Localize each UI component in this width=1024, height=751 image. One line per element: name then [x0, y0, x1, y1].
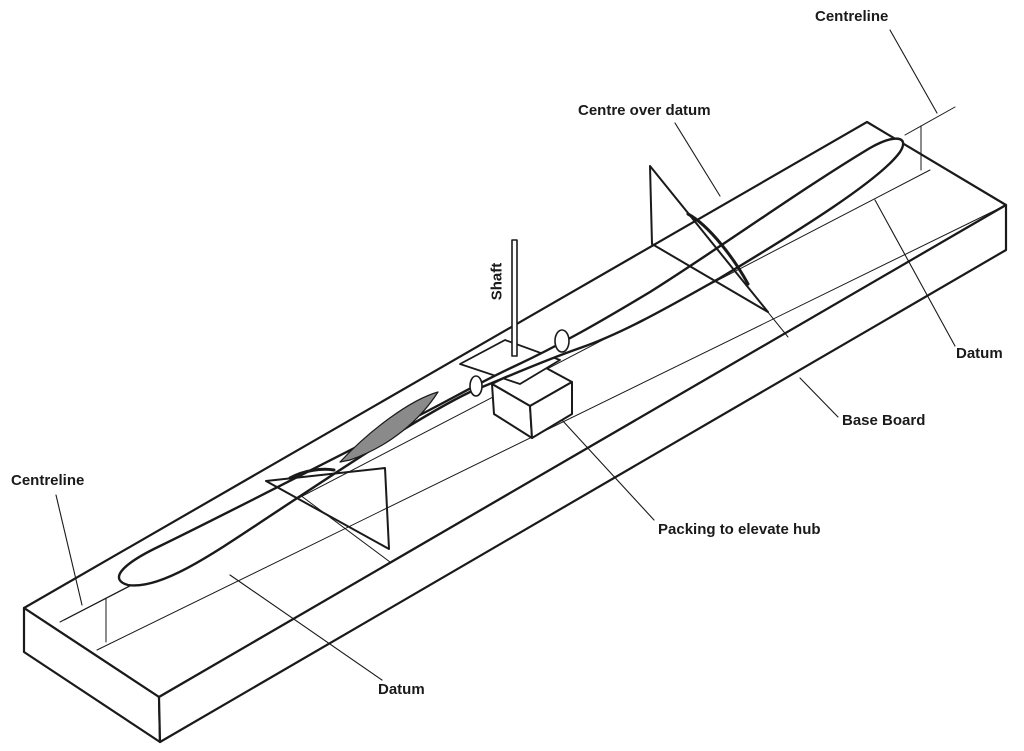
- centreline-top-right: [904, 106, 956, 136]
- section-gauge-right: [649, 165, 769, 313]
- label-datum-right: Datum: [956, 345, 1003, 362]
- leader-datum-right: [874, 199, 956, 347]
- packing-block: [491, 361, 573, 439]
- section-gauges: [265, 165, 769, 550]
- packing-block-side: [529, 381, 573, 439]
- leader-centreline-left: [55, 494, 83, 606]
- leader-centreline-top: [889, 29, 938, 114]
- hub-ring-left: [469, 375, 483, 397]
- label-packing: Packing to elevate hub: [658, 521, 821, 538]
- blade-drop-line-left: [299, 494, 391, 563]
- section-profile-right: [686, 212, 750, 286]
- leader-packing: [561, 419, 655, 521]
- centreline-top-left: [63, 585, 131, 621]
- blade-shading: [339, 391, 439, 463]
- leader-datum-bottom: [229, 574, 383, 681]
- label-shaft: Shaft: [488, 262, 506, 301]
- shaft-rod: [511, 239, 518, 357]
- label-centreline-left: Centreline: [11, 472, 85, 489]
- base-board: [22, 120, 1008, 744]
- label-base-board: Base Board: [842, 412, 926, 429]
- leader-lines: [55, 29, 956, 681]
- hub-ring: [554, 329, 570, 353]
- leader-base-board: [799, 377, 839, 418]
- label-centre-over-datum: Centre over datum: [578, 102, 711, 119]
- label-centreline-top: Centreline: [815, 8, 889, 25]
- shaft: [511, 239, 518, 357]
- base-board-side-face: [157, 203, 1008, 744]
- leader-centre-over: [674, 122, 721, 197]
- label-datum-bottom: Datum: [378, 681, 425, 698]
- section-profile-left: [288, 467, 336, 480]
- section-gauge-left: [265, 467, 390, 550]
